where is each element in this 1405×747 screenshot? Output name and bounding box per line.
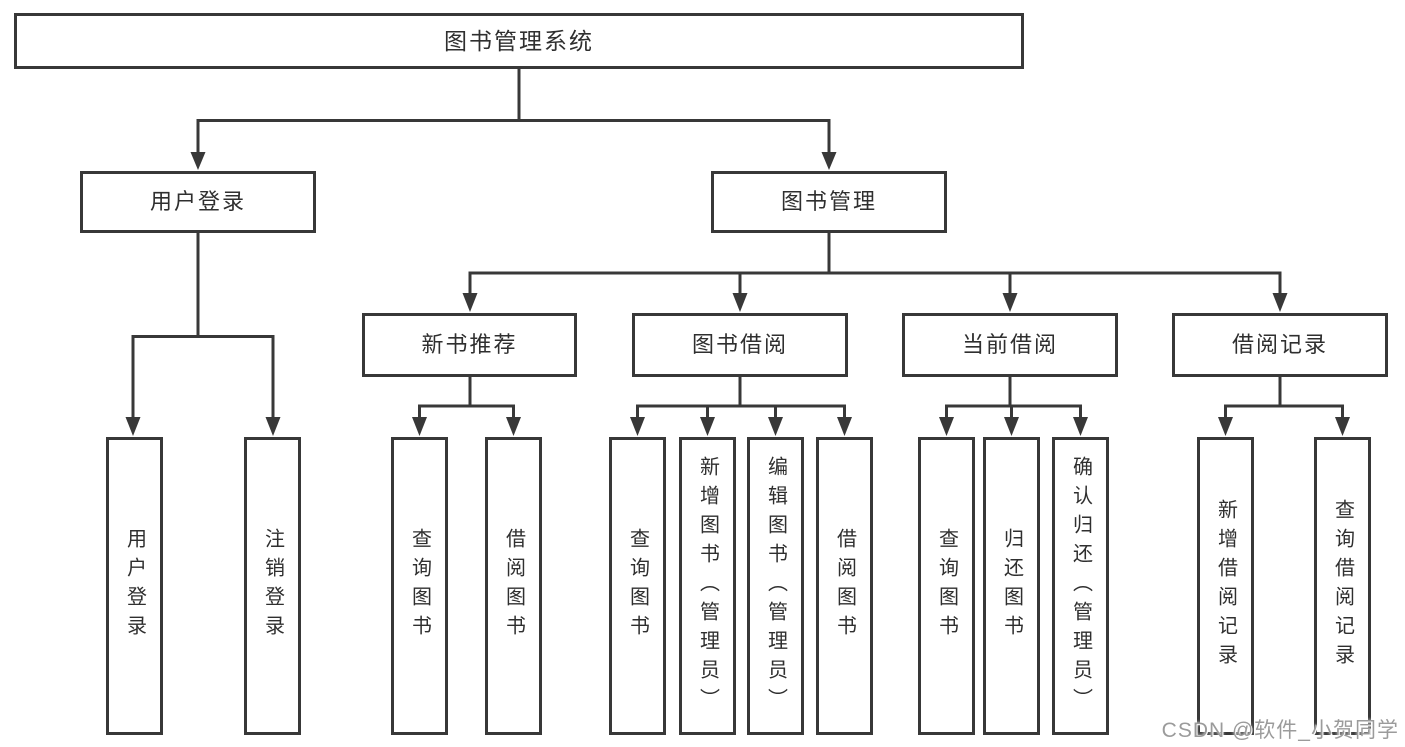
connector-user-login-to-leaves [125,233,281,436]
node-book-management-system: 图书管理系统 [14,13,1024,69]
connector-borrowing-records-to-leaves [1218,377,1350,436]
leaf-user-login: 用户登录 [106,437,163,735]
leaf-label: 注销登录 [261,528,284,644]
leaf-label: 新增图书（管理员） [696,455,719,717]
leaf-borrow-books: 借阅图书 [816,437,873,735]
csdn-watermark: CSDN @软件_小贺同学 [1161,719,1399,742]
connector-book-management-to-level2 [462,233,1288,312]
leaf-return-books: 归还图书 [983,437,1040,735]
leaf-label: 查询图书 [626,528,649,644]
leaf-label: 新增借阅记录 [1214,499,1237,673]
node-user-login: 用户登录 [80,171,316,233]
leaf-label: 查询图书 [935,528,958,644]
leaf-label: 查询借阅记录 [1331,499,1354,673]
leaf-edit-books-admin: 编辑图书（管理员） [747,437,804,735]
node-current-borrowing: 当前借阅 [902,313,1118,377]
leaf-label: 借阅图书 [833,528,856,644]
leaf-confirm-return-admin: 确认归还（管理员） [1052,437,1109,735]
connector-root-to-level1 [190,69,837,170]
leaf-query-borrowing-record: 查询借阅记录 [1314,437,1371,735]
leaf-query-books-current: 查询图书 [918,437,975,735]
node-label: 图书管理系统 [444,27,594,54]
leaf-query-books-recommendation: 查询图书 [391,437,448,735]
leaf-borrow-books-recommendation: 借阅图书 [485,437,542,735]
node-label: 用户登录 [149,189,246,214]
node-label: 图书管理 [780,189,877,214]
leaf-label: 编辑图书（管理员） [764,455,787,717]
connector-book-borrowing-to-leaves [630,377,852,436]
leaf-add-books-admin: 新增图书（管理员） [679,437,736,735]
connector-new-book-recommendation-to-leaves [412,377,521,436]
node-label: 新书推荐 [421,332,518,357]
leaf-logout-login: 注销登录 [244,437,301,735]
node-book-management: 图书管理 [711,171,947,233]
connector-current-borrowing-to-leaves [939,377,1088,436]
leaf-query-books-borrowing: 查询图书 [609,437,666,735]
leaf-label: 查询图书 [408,528,431,644]
node-label: 图书借阅 [691,332,788,357]
leaf-label: 借阅图书 [502,528,525,644]
node-new-book-recommendation: 新书推荐 [362,313,577,377]
leaf-label: 归还图书 [1000,528,1023,644]
node-book-borrowing: 图书借阅 [632,313,848,377]
node-label: 借阅记录 [1231,332,1328,357]
leaf-label: 用户登录 [123,528,146,644]
node-label: 当前借阅 [961,332,1058,357]
node-borrowing-records: 借阅记录 [1172,313,1388,377]
leaf-label: 确认归还（管理员） [1069,455,1092,717]
leaf-add-borrowing-record: 新增借阅记录 [1197,437,1254,735]
